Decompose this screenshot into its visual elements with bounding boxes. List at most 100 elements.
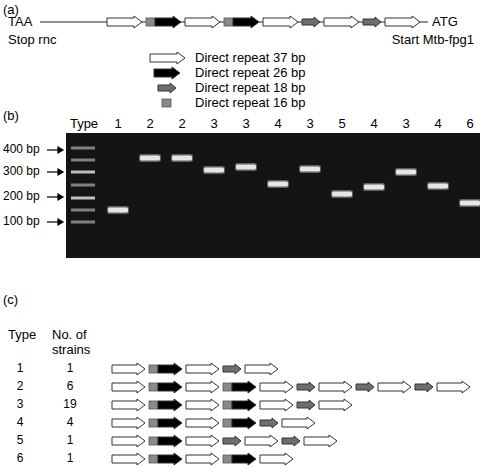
figure-label: 400 bp xyxy=(3,143,40,157)
figure-label: 19 xyxy=(63,398,76,412)
legend-text: Direct repeat 18 bp xyxy=(195,81,306,96)
repeat-37-arrow xyxy=(112,381,145,393)
figure-label: 6 xyxy=(17,452,24,466)
figure-label: (b) xyxy=(3,109,19,124)
figure-label: 2 xyxy=(146,117,153,132)
repeat-18-arrow xyxy=(282,436,300,446)
gel-band-glow xyxy=(139,154,161,162)
gel-band xyxy=(108,208,128,213)
repeat-18-arrow xyxy=(260,418,278,428)
gel-band-glow xyxy=(107,206,129,214)
repeat-37-arrow xyxy=(260,399,293,411)
figure-label: 300 bp xyxy=(3,165,40,179)
repeat-16-block xyxy=(223,455,232,463)
gel-band xyxy=(140,156,160,161)
repeat-26-arrow xyxy=(158,399,182,411)
gel-band-glow xyxy=(267,180,289,188)
repeat-37-arrow xyxy=(112,363,145,375)
gel-band xyxy=(428,184,448,189)
legend-text: Direct repeat 16 bp xyxy=(195,96,306,111)
repeat-37-arrow xyxy=(245,363,278,375)
marker-arrow-head xyxy=(58,147,63,153)
figure-label: 3 xyxy=(242,117,249,132)
ladder-band xyxy=(71,159,95,162)
repeat-26-arrow xyxy=(155,16,181,28)
figure-label: Type xyxy=(70,117,98,132)
repeat-16-block xyxy=(149,401,158,409)
repeat-16-block xyxy=(149,365,158,373)
repeat-37-arrow xyxy=(112,417,145,429)
marker-arrow-head xyxy=(58,194,63,200)
legend-text: Direct repeat 37 bp xyxy=(195,51,306,66)
repeat-26-arrow xyxy=(232,453,256,465)
repeat-26-arrow xyxy=(158,363,182,375)
repeat-18-arrow xyxy=(297,400,315,410)
figure-label: 3 xyxy=(210,117,217,132)
figure-label: 6 xyxy=(466,117,473,132)
figure-label: 4 xyxy=(67,416,74,430)
marker-arrow xyxy=(47,221,58,222)
figure-label: 1 xyxy=(67,452,74,466)
repeat-26-arrow xyxy=(232,417,256,429)
gel-band xyxy=(332,192,352,197)
repeat-37-arrow xyxy=(150,52,185,64)
repeat-26-arrow xyxy=(158,381,182,393)
gel-band xyxy=(236,165,256,170)
repeat-37-arrow xyxy=(260,381,293,393)
repeat-37-arrow xyxy=(185,16,220,28)
gel-band-glow xyxy=(363,183,385,191)
ladder-band xyxy=(71,147,95,150)
figure-label: 5 xyxy=(338,117,345,132)
repeat-37-arrow xyxy=(260,453,293,465)
figure-label: 1 xyxy=(17,362,24,376)
repeat-37-arrow xyxy=(437,381,470,393)
ladder-band xyxy=(71,209,95,212)
ladder-band xyxy=(71,197,95,200)
repeat-26-arrow xyxy=(233,16,259,28)
repeat-37-arrow xyxy=(186,417,219,429)
figure-label: 5 xyxy=(17,434,24,448)
marker-arrow xyxy=(47,171,58,172)
marker-arrow-head xyxy=(58,219,63,225)
repeat-16-block xyxy=(223,383,232,391)
repeat-37-arrow xyxy=(112,453,145,465)
figure-label: 1 xyxy=(114,117,121,132)
repeat-16-block xyxy=(223,419,232,427)
repeat-16-block xyxy=(146,18,155,26)
gel-band-glow xyxy=(427,182,449,190)
ladder-band xyxy=(71,171,95,174)
repeat-16-block xyxy=(224,18,233,26)
repeat-26-arrow xyxy=(232,399,256,411)
figure-label: 3 xyxy=(306,117,313,132)
gel-band-glow xyxy=(235,163,257,171)
gel-band-glow xyxy=(395,168,417,176)
figure-label: 2 xyxy=(17,380,24,394)
repeat-26-arrow xyxy=(158,453,182,465)
figure-label: ATG xyxy=(432,15,458,30)
repeat-37-arrow xyxy=(385,16,420,28)
figure-label: 1 xyxy=(67,362,74,376)
repeat-18-arrow xyxy=(363,17,381,27)
repeat-18-arrow xyxy=(158,83,176,93)
gel-band xyxy=(300,167,320,172)
repeat-18-arrow xyxy=(356,382,374,392)
ladder-band xyxy=(71,221,95,224)
repeat-37-arrow xyxy=(186,399,219,411)
gel-band xyxy=(204,168,224,173)
legend-text: Direct repeat 26 bp xyxy=(195,66,306,81)
figure-label: 6 xyxy=(67,380,74,394)
figure-label: 2 xyxy=(178,117,185,132)
gel-band xyxy=(268,182,288,187)
repeat-16-block xyxy=(149,437,158,445)
repeat-37-arrow xyxy=(112,399,145,411)
figure-label: TAA xyxy=(8,15,32,30)
repeat-18-arrow xyxy=(297,382,315,392)
repeat-37-arrow xyxy=(186,453,219,465)
repeat-37-arrow xyxy=(186,435,219,447)
figure-label: 3 xyxy=(402,117,409,132)
repeat-26-arrow xyxy=(232,381,256,393)
figure-label: No. of strains xyxy=(52,328,104,358)
figure-label: (c) xyxy=(3,293,18,308)
repeat-16-block xyxy=(149,383,158,391)
gel-band-glow xyxy=(299,165,321,173)
